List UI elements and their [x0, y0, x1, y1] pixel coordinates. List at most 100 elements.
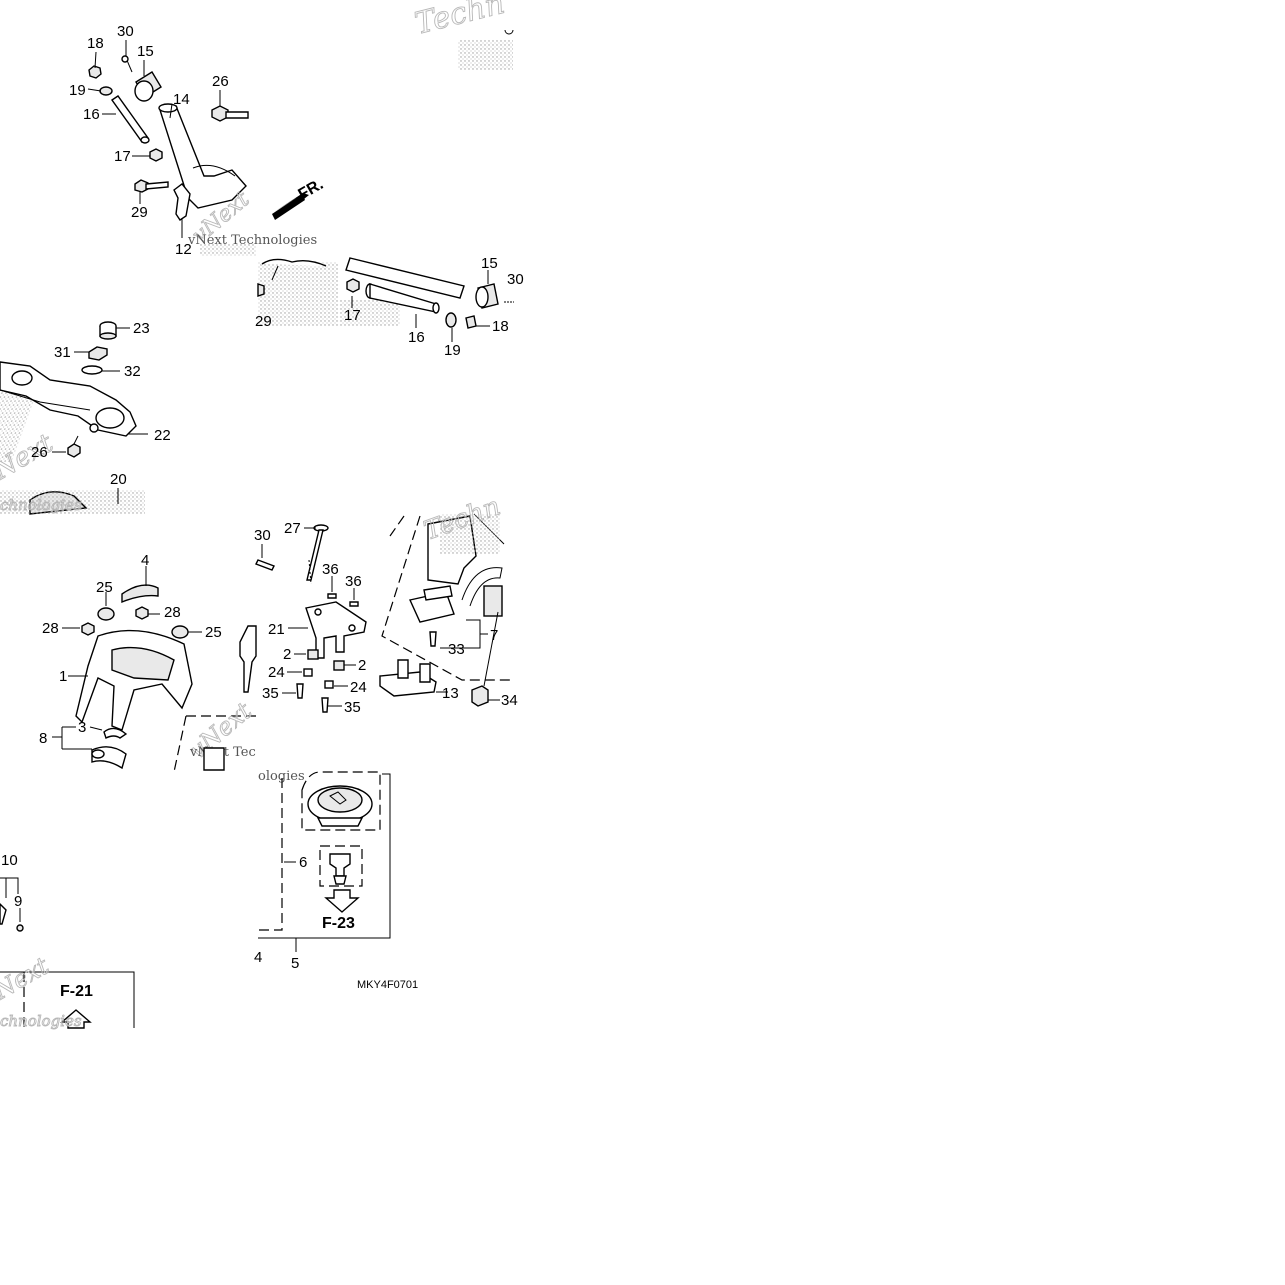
part-label: 17	[344, 307, 361, 324]
grommet-25	[97, 607, 115, 621]
part-label: 15	[481, 255, 498, 272]
screw-28	[81, 622, 95, 636]
fuel-cap	[307, 785, 373, 827]
top-bridge-22	[0, 361, 137, 437]
bracket-13	[379, 659, 437, 697]
top-cover-1	[75, 629, 193, 731]
part-label: 1	[59, 668, 67, 685]
nut-17	[346, 278, 360, 293]
part-label: 5	[291, 955, 299, 972]
bushing-15	[134, 71, 162, 102]
nut-23	[99, 321, 117, 340]
handlebar-tube	[345, 257, 465, 299]
screw-30	[255, 559, 275, 571]
part-label: 35	[262, 685, 279, 702]
part-label: 18	[492, 318, 509, 335]
lock-cylinder	[329, 853, 351, 885]
nut-31	[88, 346, 108, 361]
bolt-26	[67, 435, 81, 458]
part-label: 18	[87, 35, 104, 52]
part-label: 25	[96, 579, 113, 596]
watermark: Techn	[411, 0, 514, 70]
bolt-26	[211, 105, 249, 122]
part-label: 6	[299, 854, 307, 871]
part-label: 30	[507, 271, 524, 288]
part-label: 2	[283, 646, 291, 663]
svg-text:Next: Next	[0, 952, 54, 1006]
svg-text:chnologies: chnologies	[0, 1012, 82, 1030]
part-label: 36	[345, 573, 362, 590]
collar-24	[303, 668, 313, 677]
part-label: 8	[39, 730, 47, 747]
svg-text:chnologies: chnologies	[0, 496, 82, 514]
part-label: 25	[205, 624, 222, 641]
part-label: 15	[137, 43, 154, 60]
grommet-25	[171, 625, 189, 639]
part-label: 16	[83, 106, 100, 123]
part-label: 24	[350, 679, 367, 696]
part-label: 29	[131, 204, 148, 221]
rubber-34	[471, 685, 489, 707]
part-label: 32	[124, 363, 141, 380]
pin-36	[349, 601, 359, 607]
band-8	[91, 746, 127, 770]
leader-lines	[87, 40, 221, 238]
front-direction-marker: FR.	[272, 176, 326, 220]
part-label: 34	[501, 692, 518, 709]
tile-handlebar-parts: 15 30 17 16 19 18 29	[255, 255, 524, 359]
part-label: 30	[254, 527, 271, 544]
reference-label: F-21	[60, 983, 93, 1000]
part-label: 29	[255, 313, 272, 330]
part-label: 3	[78, 719, 86, 736]
tile-lower-left: 10 9 F-21 Next chnologies	[0, 852, 135, 1030]
reference-arrow-f23[interactable]: F-23	[322, 889, 360, 932]
part-label: 26	[31, 444, 48, 461]
part-label: 14	[173, 91, 190, 108]
collar-24	[324, 680, 334, 689]
washer-32	[81, 365, 103, 375]
spring-2	[333, 660, 345, 671]
screw-33	[429, 631, 437, 647]
part-label: 35	[344, 699, 361, 716]
pin-36	[327, 593, 337, 599]
stem-20	[0, 490, 145, 515]
screw-35	[296, 683, 304, 699]
part-label: 27	[284, 520, 301, 537]
part-label: 24	[268, 664, 285, 681]
nut-18	[465, 315, 477, 329]
part-label: 30	[117, 23, 134, 40]
tile-cover: 4 25 28 28 25 1 3 8 vNext vNext Tec	[39, 552, 258, 773]
part-label: 10	[1, 852, 18, 869]
part-label: 28	[42, 620, 59, 637]
clip-3	[103, 727, 128, 739]
part-label: 20	[110, 471, 127, 488]
reference-label: F-23	[322, 915, 355, 932]
handlebar-14	[158, 103, 247, 209]
svg-text:4: 4	[254, 949, 262, 966]
tile-fuel-cap: ologies F-23 6 5 4 MKY4F0701	[254, 769, 418, 991]
pin-16	[111, 95, 150, 144]
grommet-9	[16, 924, 24, 932]
part-label: 4	[141, 552, 149, 569]
part-label: 26	[212, 73, 229, 90]
reference-arrow-f21[interactable]: F-21	[60, 983, 93, 1029]
screw-35	[321, 697, 329, 713]
screw-28	[135, 606, 149, 620]
tile-handlebar-upper: Techn	[69, 0, 514, 258]
part-label: 31	[54, 344, 71, 361]
svg-text:ologies: ologies	[258, 769, 305, 784]
part-label: 13	[442, 685, 459, 702]
bolt-27	[306, 524, 329, 585]
spring-2	[307, 649, 319, 660]
drawing-code: MKY4F0701	[357, 979, 418, 991]
nut-18	[88, 65, 102, 79]
tile-top-bridge: Next chnologies 23 31 32 22 26 20	[0, 320, 171, 515]
part-label: 28	[164, 604, 181, 621]
cover-4	[121, 584, 159, 604]
part-label: 22	[154, 427, 171, 444]
part-label: 23	[133, 320, 150, 337]
washer-19	[99, 86, 113, 96]
svg-text:Techn: Techn	[411, 0, 508, 42]
ignition-switch	[409, 513, 505, 623]
